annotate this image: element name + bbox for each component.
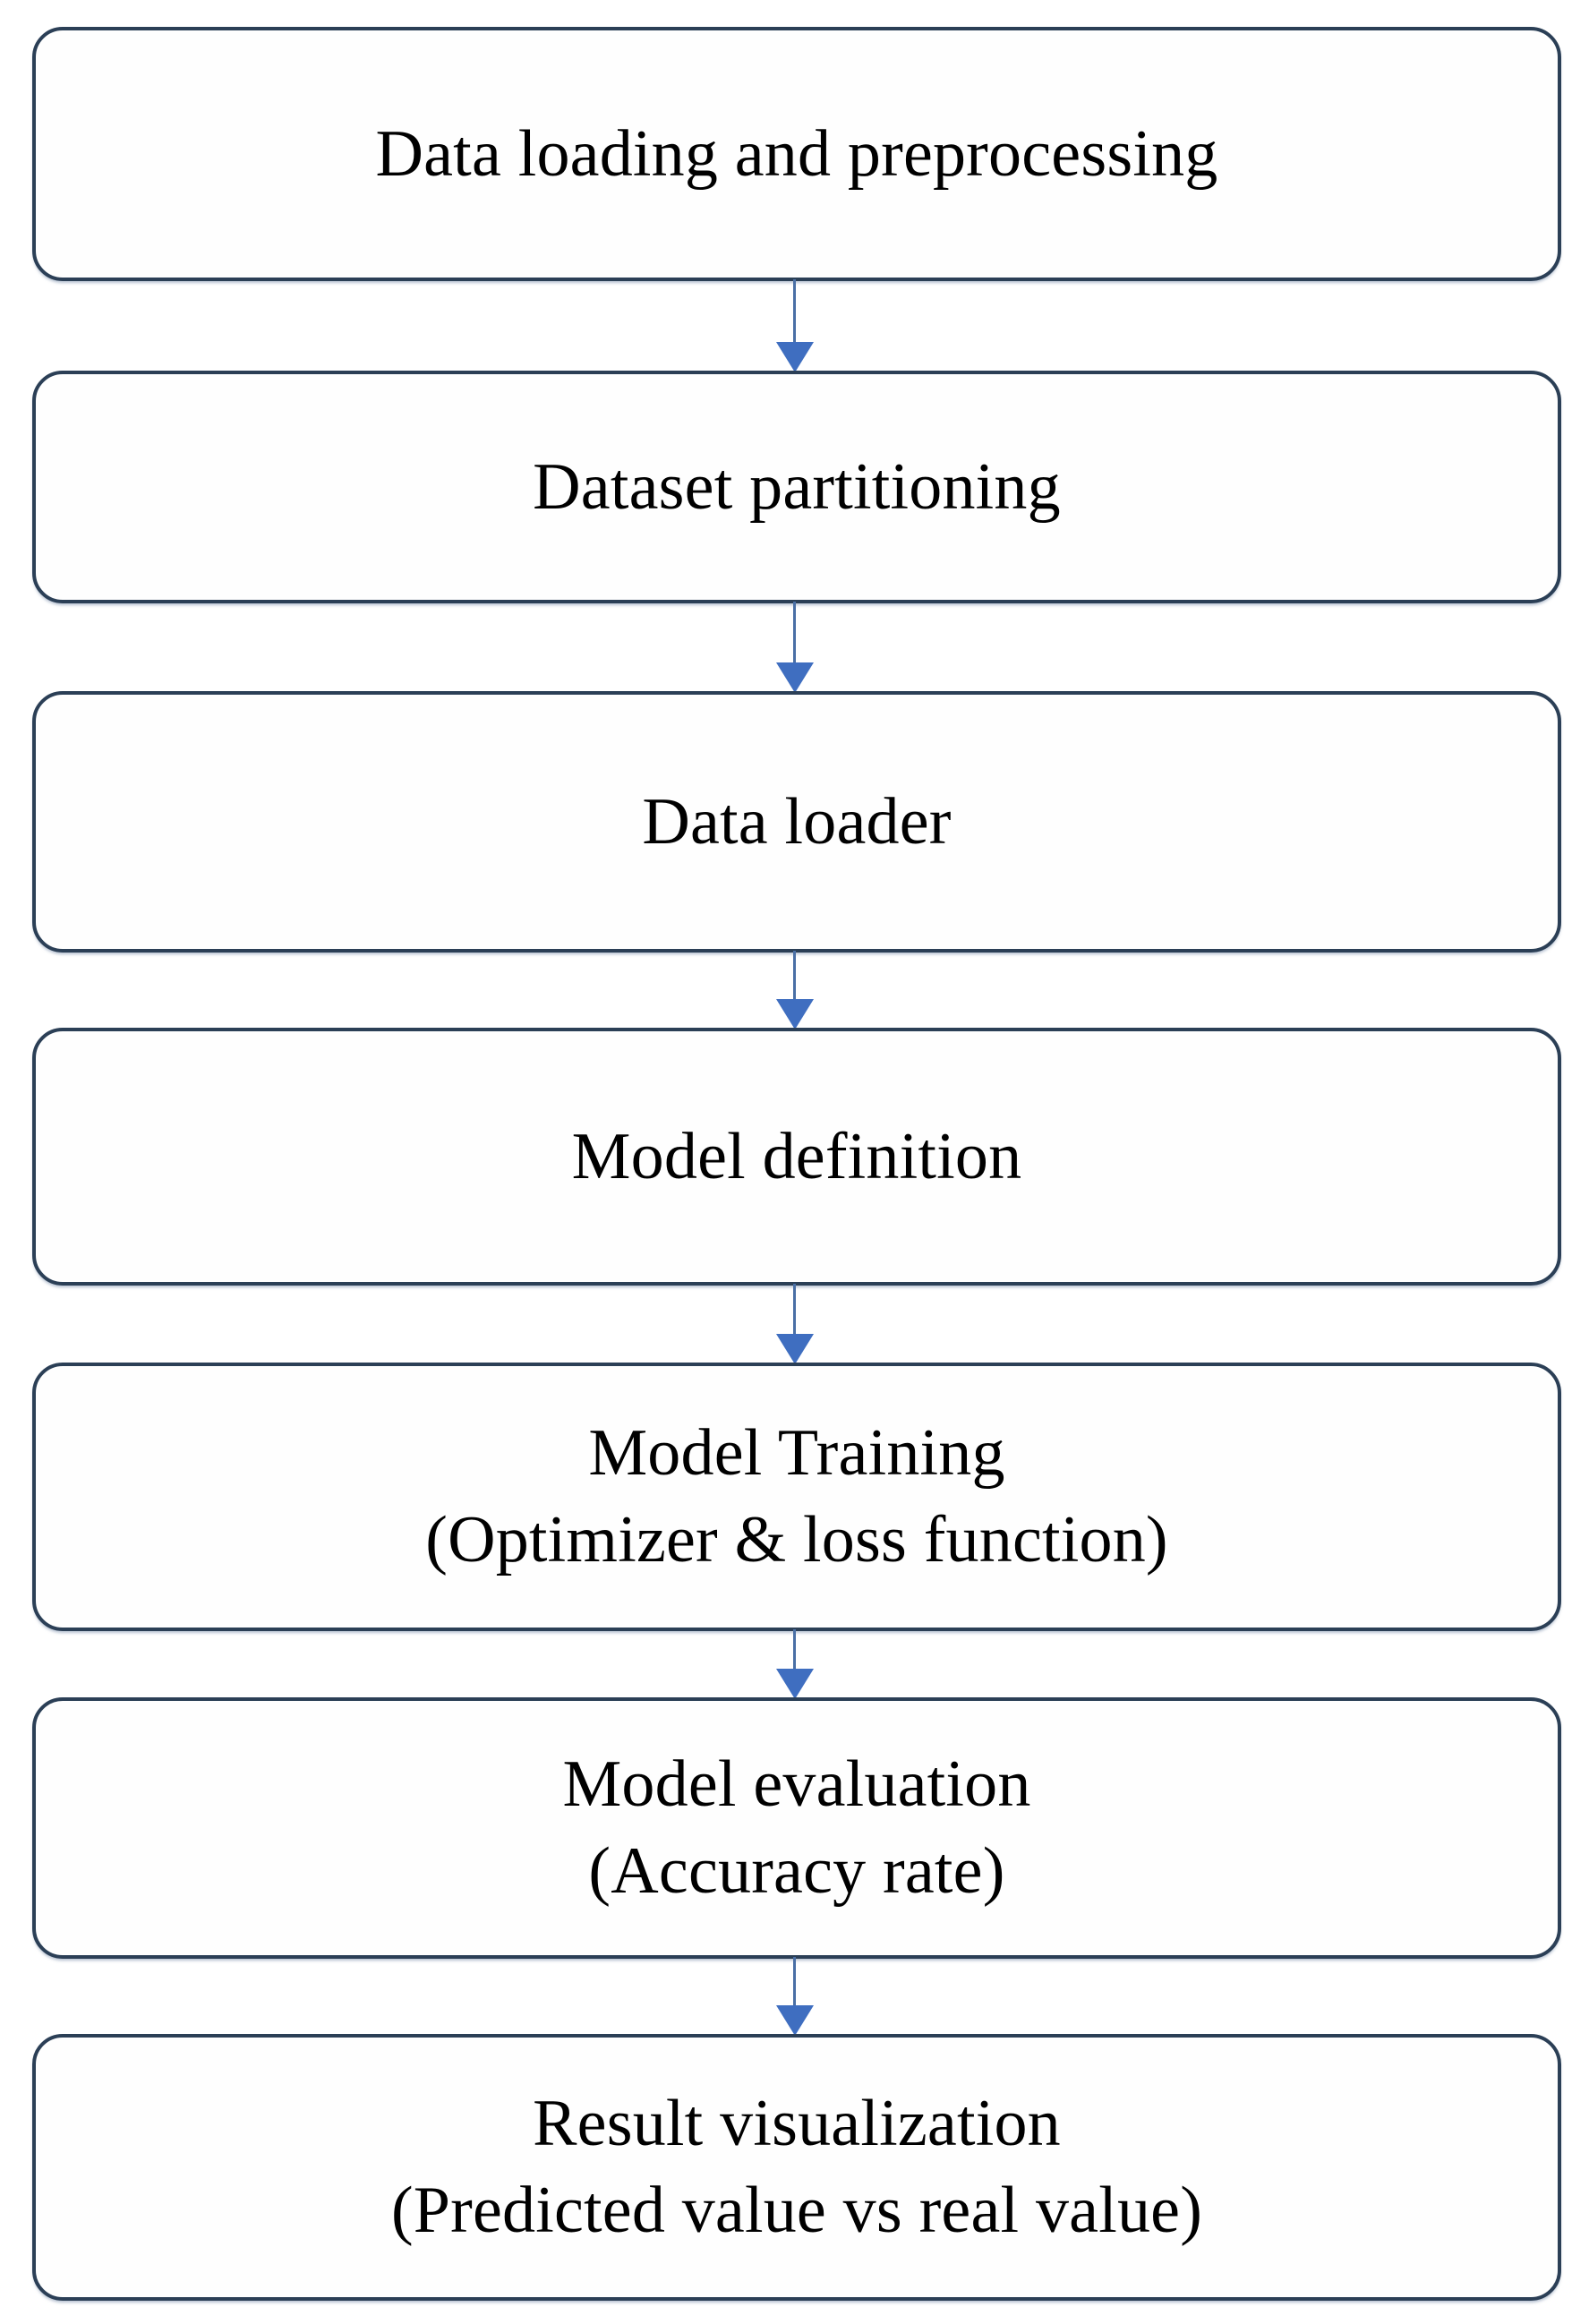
flow-node-label-secondary: (Optimizer & loss function)	[425, 1503, 1168, 1576]
flow-node-dataset-partitioning[interactable]: Dataset partitioning	[32, 371, 1561, 603]
arrow-head-down-icon	[775, 342, 814, 372]
flow-arrow-5	[768, 1629, 822, 1699]
flow-arrow-6	[768, 1957, 822, 2036]
flow-node-label-primary: Result visualization	[533, 2087, 1061, 2161]
flow-node-label-primary: Model definition	[571, 1119, 1022, 1193]
arrow-shaft	[793, 951, 796, 1000]
flow-node-label-primary: Model evaluation	[562, 1747, 1031, 1822]
flow-arrow-3	[768, 951, 822, 1030]
arrow-head-down-icon	[775, 1669, 814, 1699]
flow-node-model-definition[interactable]: Model definition	[32, 1028, 1561, 1286]
arrow-shaft	[793, 279, 796, 343]
flow-node-label-primary: Data loading and preprocessing	[375, 116, 1218, 191]
arrow-shaft	[793, 1284, 796, 1335]
flow-node-model-training[interactable]: Model Training (Optimizer & loss functio…	[32, 1363, 1561, 1631]
flow-node-label-primary: Dataset partitioning	[533, 449, 1061, 524]
arrow-head-down-icon	[775, 999, 814, 1030]
flow-arrow-4	[768, 1284, 822, 1364]
arrow-head-down-icon	[775, 1334, 814, 1364]
flow-arrow-1	[768, 279, 822, 372]
flow-node-result-visualization[interactable]: Result visualization (Predicted value vs…	[32, 2034, 1561, 2301]
flow-node-data-loader[interactable]: Data loader	[32, 691, 1561, 953]
arrow-head-down-icon	[775, 662, 814, 693]
flow-node-label-secondary: (Predicted value vs real value)	[390, 2174, 1203, 2247]
flow-arrow-2	[768, 602, 822, 693]
flow-node-label-primary: Model Training	[588, 1416, 1005, 1491]
flow-node-data-loading-and-preprocessing[interactable]: Data loading and preprocessing	[32, 27, 1561, 281]
flow-node-label-primary: Data loader	[642, 784, 952, 859]
arrow-head-down-icon	[775, 2005, 814, 2036]
arrow-shaft	[793, 1957, 796, 2006]
flow-node-model-evaluation[interactable]: Model evaluation (Accuracy rate)	[32, 1697, 1561, 1959]
arrow-shaft	[793, 602, 796, 663]
flow-node-label-secondary: (Accuracy rate)	[588, 1834, 1005, 1908]
arrow-shaft	[793, 1629, 796, 1670]
